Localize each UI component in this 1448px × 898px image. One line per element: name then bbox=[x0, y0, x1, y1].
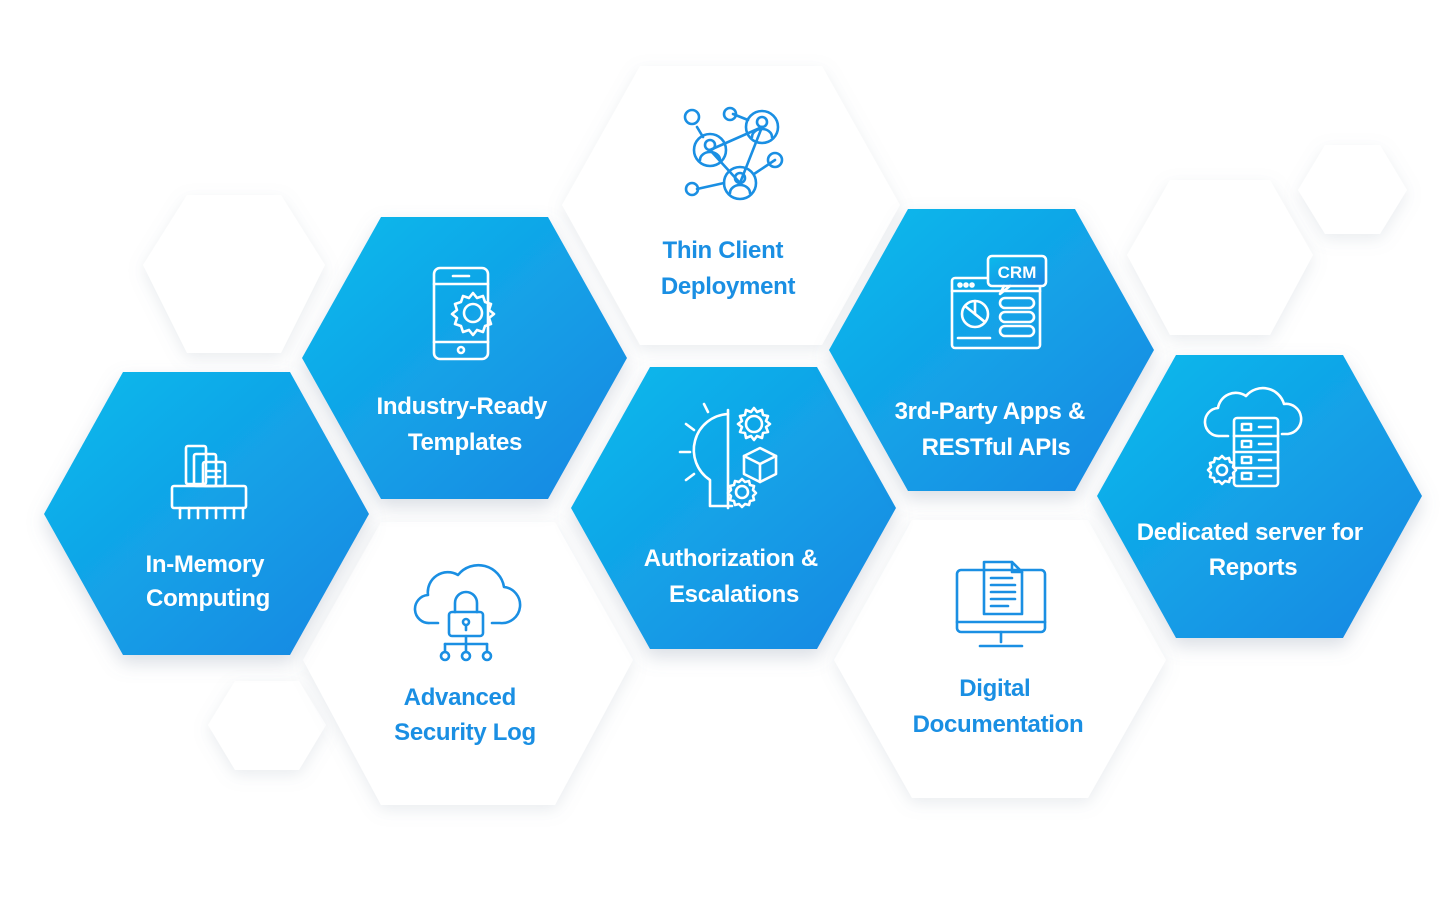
label-security-log-line-1: Advanced bbox=[404, 684, 516, 711]
crm-badge-text: CRM bbox=[998, 263, 1037, 282]
brain-gears-icon bbox=[678, 402, 778, 510]
decor-hex-right-top bbox=[1298, 145, 1407, 234]
decor-hex-left-bottom bbox=[208, 681, 326, 770]
hex-digital-docs bbox=[834, 520, 1166, 798]
label-industry-templates-line-1: Industry-Ready bbox=[377, 393, 548, 420]
monitor-document-icon bbox=[955, 560, 1047, 648]
decorative-hexagons bbox=[143, 145, 1407, 770]
hex-authorization bbox=[571, 367, 896, 649]
label-security-log-line-2: Security Log bbox=[394, 719, 536, 746]
label-security-log: Advanced Security Log bbox=[394, 684, 536, 746]
label-dedicated-server: Dedicated server for Reports bbox=[1137, 519, 1369, 581]
network-users-icon bbox=[683, 106, 784, 201]
decor-hex-left-top bbox=[143, 195, 325, 353]
label-industry-templates: Industry-Ready Templates bbox=[377, 393, 554, 456]
label-third-party-line-2: RESTful APIs bbox=[922, 434, 1071, 461]
label-dedicated-server-line-2: Reports bbox=[1209, 554, 1298, 581]
label-in-memory-line-2: Computing bbox=[146, 585, 270, 612]
decor-hex-right-mid bbox=[1127, 180, 1313, 335]
hex-dedicated-server bbox=[1097, 355, 1422, 638]
label-authorization-line-1: Authorization & bbox=[644, 545, 818, 572]
label-industry-templates-line-2: Templates bbox=[408, 429, 522, 456]
label-in-memory-line-1: In-Memory bbox=[145, 551, 265, 578]
label-authorization-line-2: Escalations bbox=[669, 581, 799, 608]
memory-chip-icon bbox=[170, 444, 248, 520]
label-third-party: 3rd-Party Apps & RESTful APIs bbox=[895, 398, 1092, 461]
label-thin-client-line-2: Deployment bbox=[661, 273, 796, 300]
label-third-party-line-1: 3rd-Party Apps & bbox=[895, 398, 1085, 425]
label-digital-docs-line-1: Digital bbox=[959, 675, 1030, 702]
label-authorization: Authorization & Escalations bbox=[644, 545, 825, 608]
cloud-server-gear-icon bbox=[1203, 386, 1303, 488]
hex-third-party bbox=[829, 209, 1154, 491]
cloud-lock-icon bbox=[413, 563, 522, 662]
crm-dashboard-icon: CRM bbox=[950, 254, 1048, 350]
label-digital-docs-line-2: Documentation bbox=[913, 711, 1084, 738]
label-dedicated-server-line-1: Dedicated server for bbox=[1137, 519, 1363, 546]
label-in-memory: In-Memory Computing bbox=[145, 551, 270, 612]
label-thin-client-line-1: Thin Client bbox=[662, 237, 783, 264]
hex-thin-client bbox=[562, 66, 900, 345]
label-thin-client: Thin Client Deployment bbox=[661, 237, 796, 300]
mobile-gear-icon bbox=[432, 266, 496, 361]
label-digital-docs: Digital Documentation bbox=[913, 675, 1084, 738]
hex-security-log bbox=[303, 522, 633, 805]
